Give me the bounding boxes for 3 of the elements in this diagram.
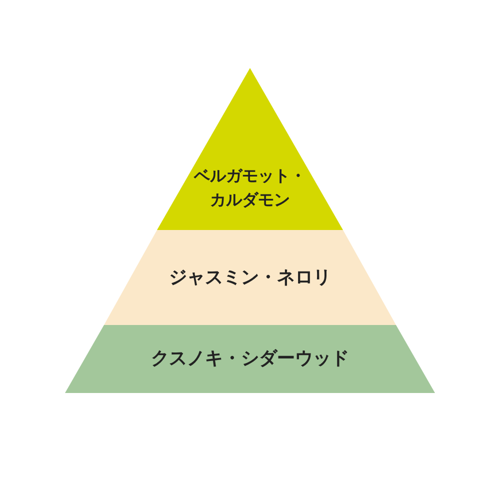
tier-label: クスノキ・シダーウッド [150, 347, 350, 371]
tier-label: ベルガモット・カルダモン [193, 165, 307, 211]
tier-label: ジャスミン・ネロリ [168, 266, 332, 290]
